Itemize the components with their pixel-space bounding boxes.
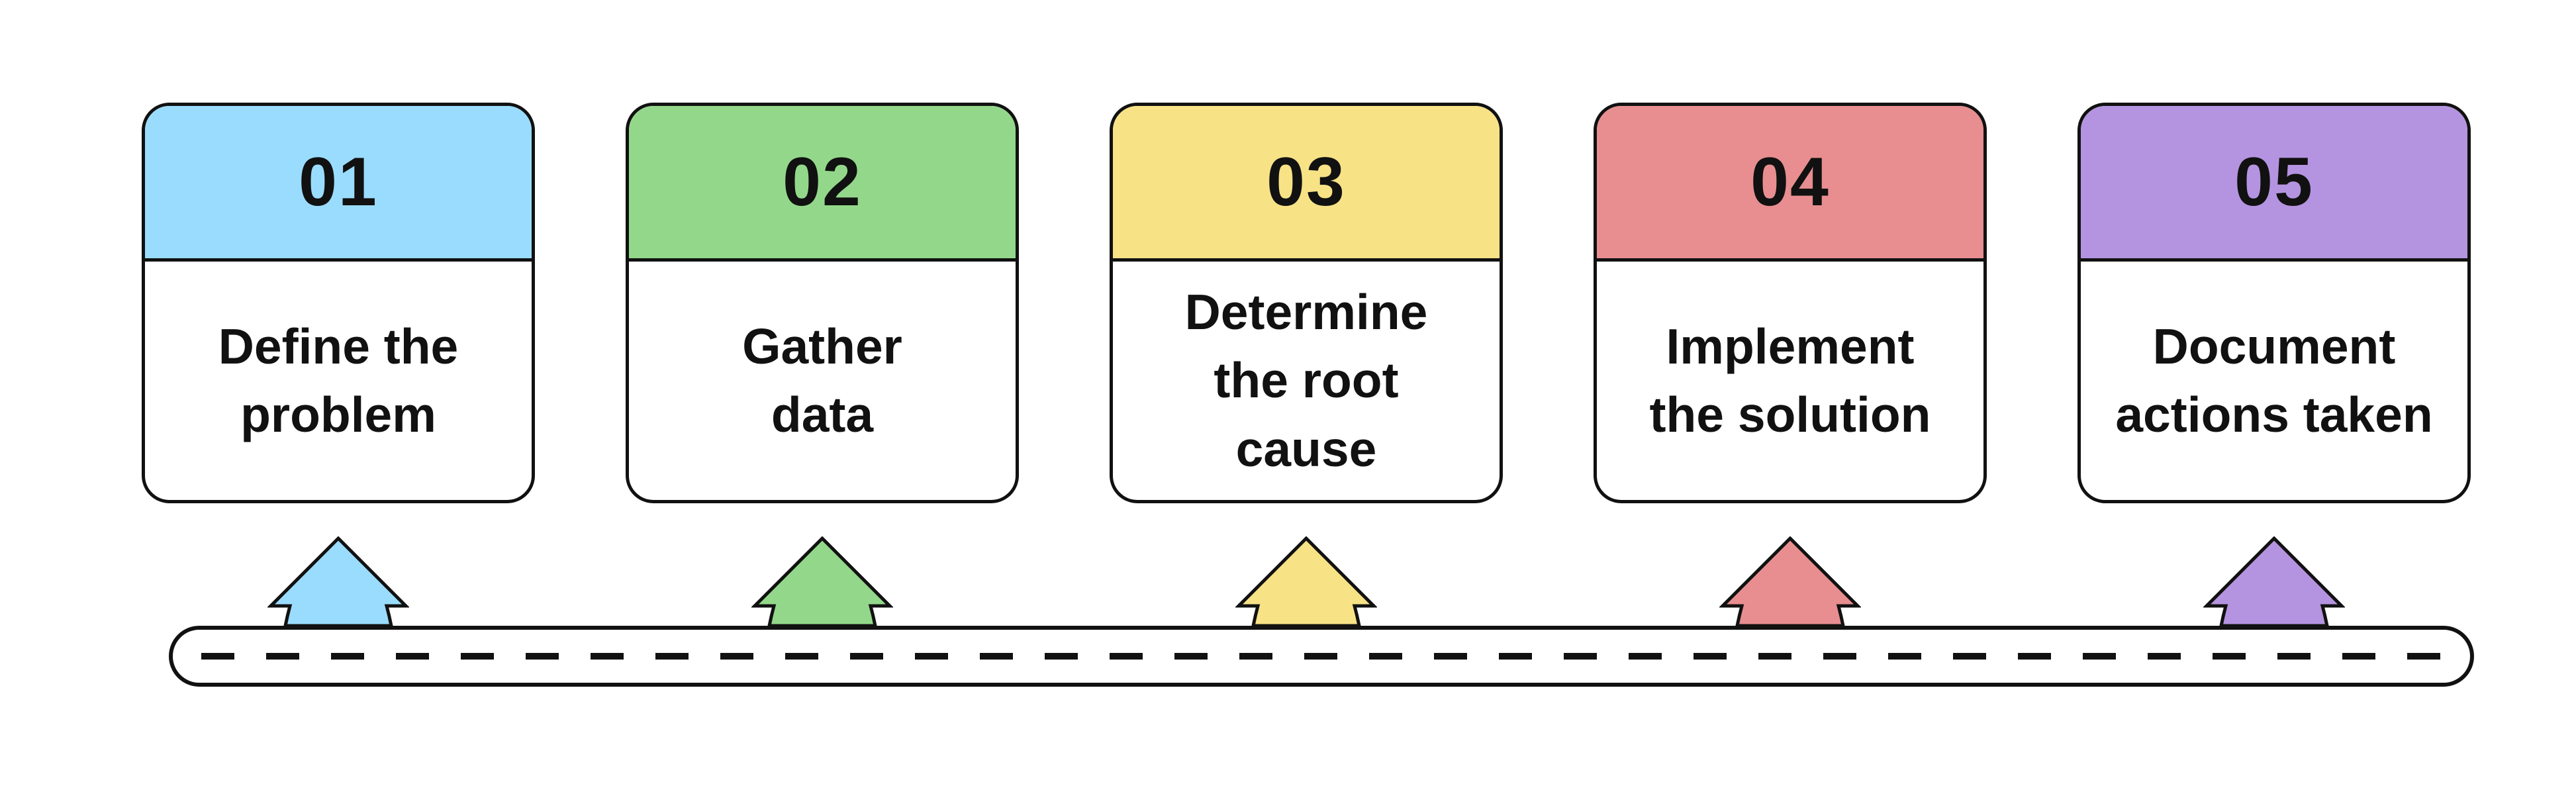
step-card-1-body: Define the problem	[145, 262, 532, 500]
timeline-road	[167, 624, 2476, 689]
up-arrow-icon	[2203, 536, 2345, 628]
step-number: 05	[2234, 143, 2314, 221]
step-card-1-header: 01	[145, 106, 532, 262]
step-title: Implement the solution	[1649, 318, 1931, 443]
steps-row: 01 Define the problem 02 Gather data 03 …	[142, 103, 2471, 503]
arrow-cell-2	[626, 536, 1019, 628]
arrow-cell-4	[1594, 536, 1987, 628]
step-card-4-body: Implement the solution	[1597, 262, 1983, 500]
arrow-cell-1	[142, 536, 535, 628]
step-card-2-header: 02	[629, 106, 1016, 262]
up-arrow-icon	[1235, 536, 1377, 628]
arrow-cell-5	[2077, 536, 2471, 628]
step-title: Define the problem	[218, 318, 459, 443]
up-arrow-icon	[1719, 536, 1861, 628]
step-card-3-header: 03	[1113, 106, 1500, 262]
step-card-5-header: 05	[2081, 106, 2467, 262]
step-title: Determine the root cause	[1184, 283, 1428, 477]
step-card-4-header: 04	[1597, 106, 1983, 262]
arrow-cell-3	[1110, 536, 1503, 628]
step-card-3-body: Determine the root cause	[1113, 262, 1500, 500]
step-number: 03	[1266, 143, 1346, 221]
step-number: 04	[1750, 143, 1830, 221]
step-number: 01	[299, 143, 378, 221]
step-card-2-body: Gather data	[629, 262, 1016, 500]
step-card-5-body: Document actions taken	[2081, 262, 2467, 500]
arrows-row	[142, 536, 2471, 628]
step-number: 02	[783, 143, 862, 221]
up-arrow-icon	[267, 536, 409, 628]
step-card-3: 03 Determine the root cause	[1110, 103, 1503, 503]
road-graphic	[169, 626, 2474, 687]
up-arrow-icon	[751, 536, 893, 628]
step-card-4: 04 Implement the solution	[1594, 103, 1987, 503]
step-title: Document actions taken	[2115, 318, 2433, 443]
step-card-2: 02 Gather data	[626, 103, 1019, 503]
step-card-5: 05 Document actions taken	[2077, 103, 2471, 503]
step-title: Gather data	[742, 318, 902, 443]
step-card-1: 01 Define the problem	[142, 103, 535, 503]
